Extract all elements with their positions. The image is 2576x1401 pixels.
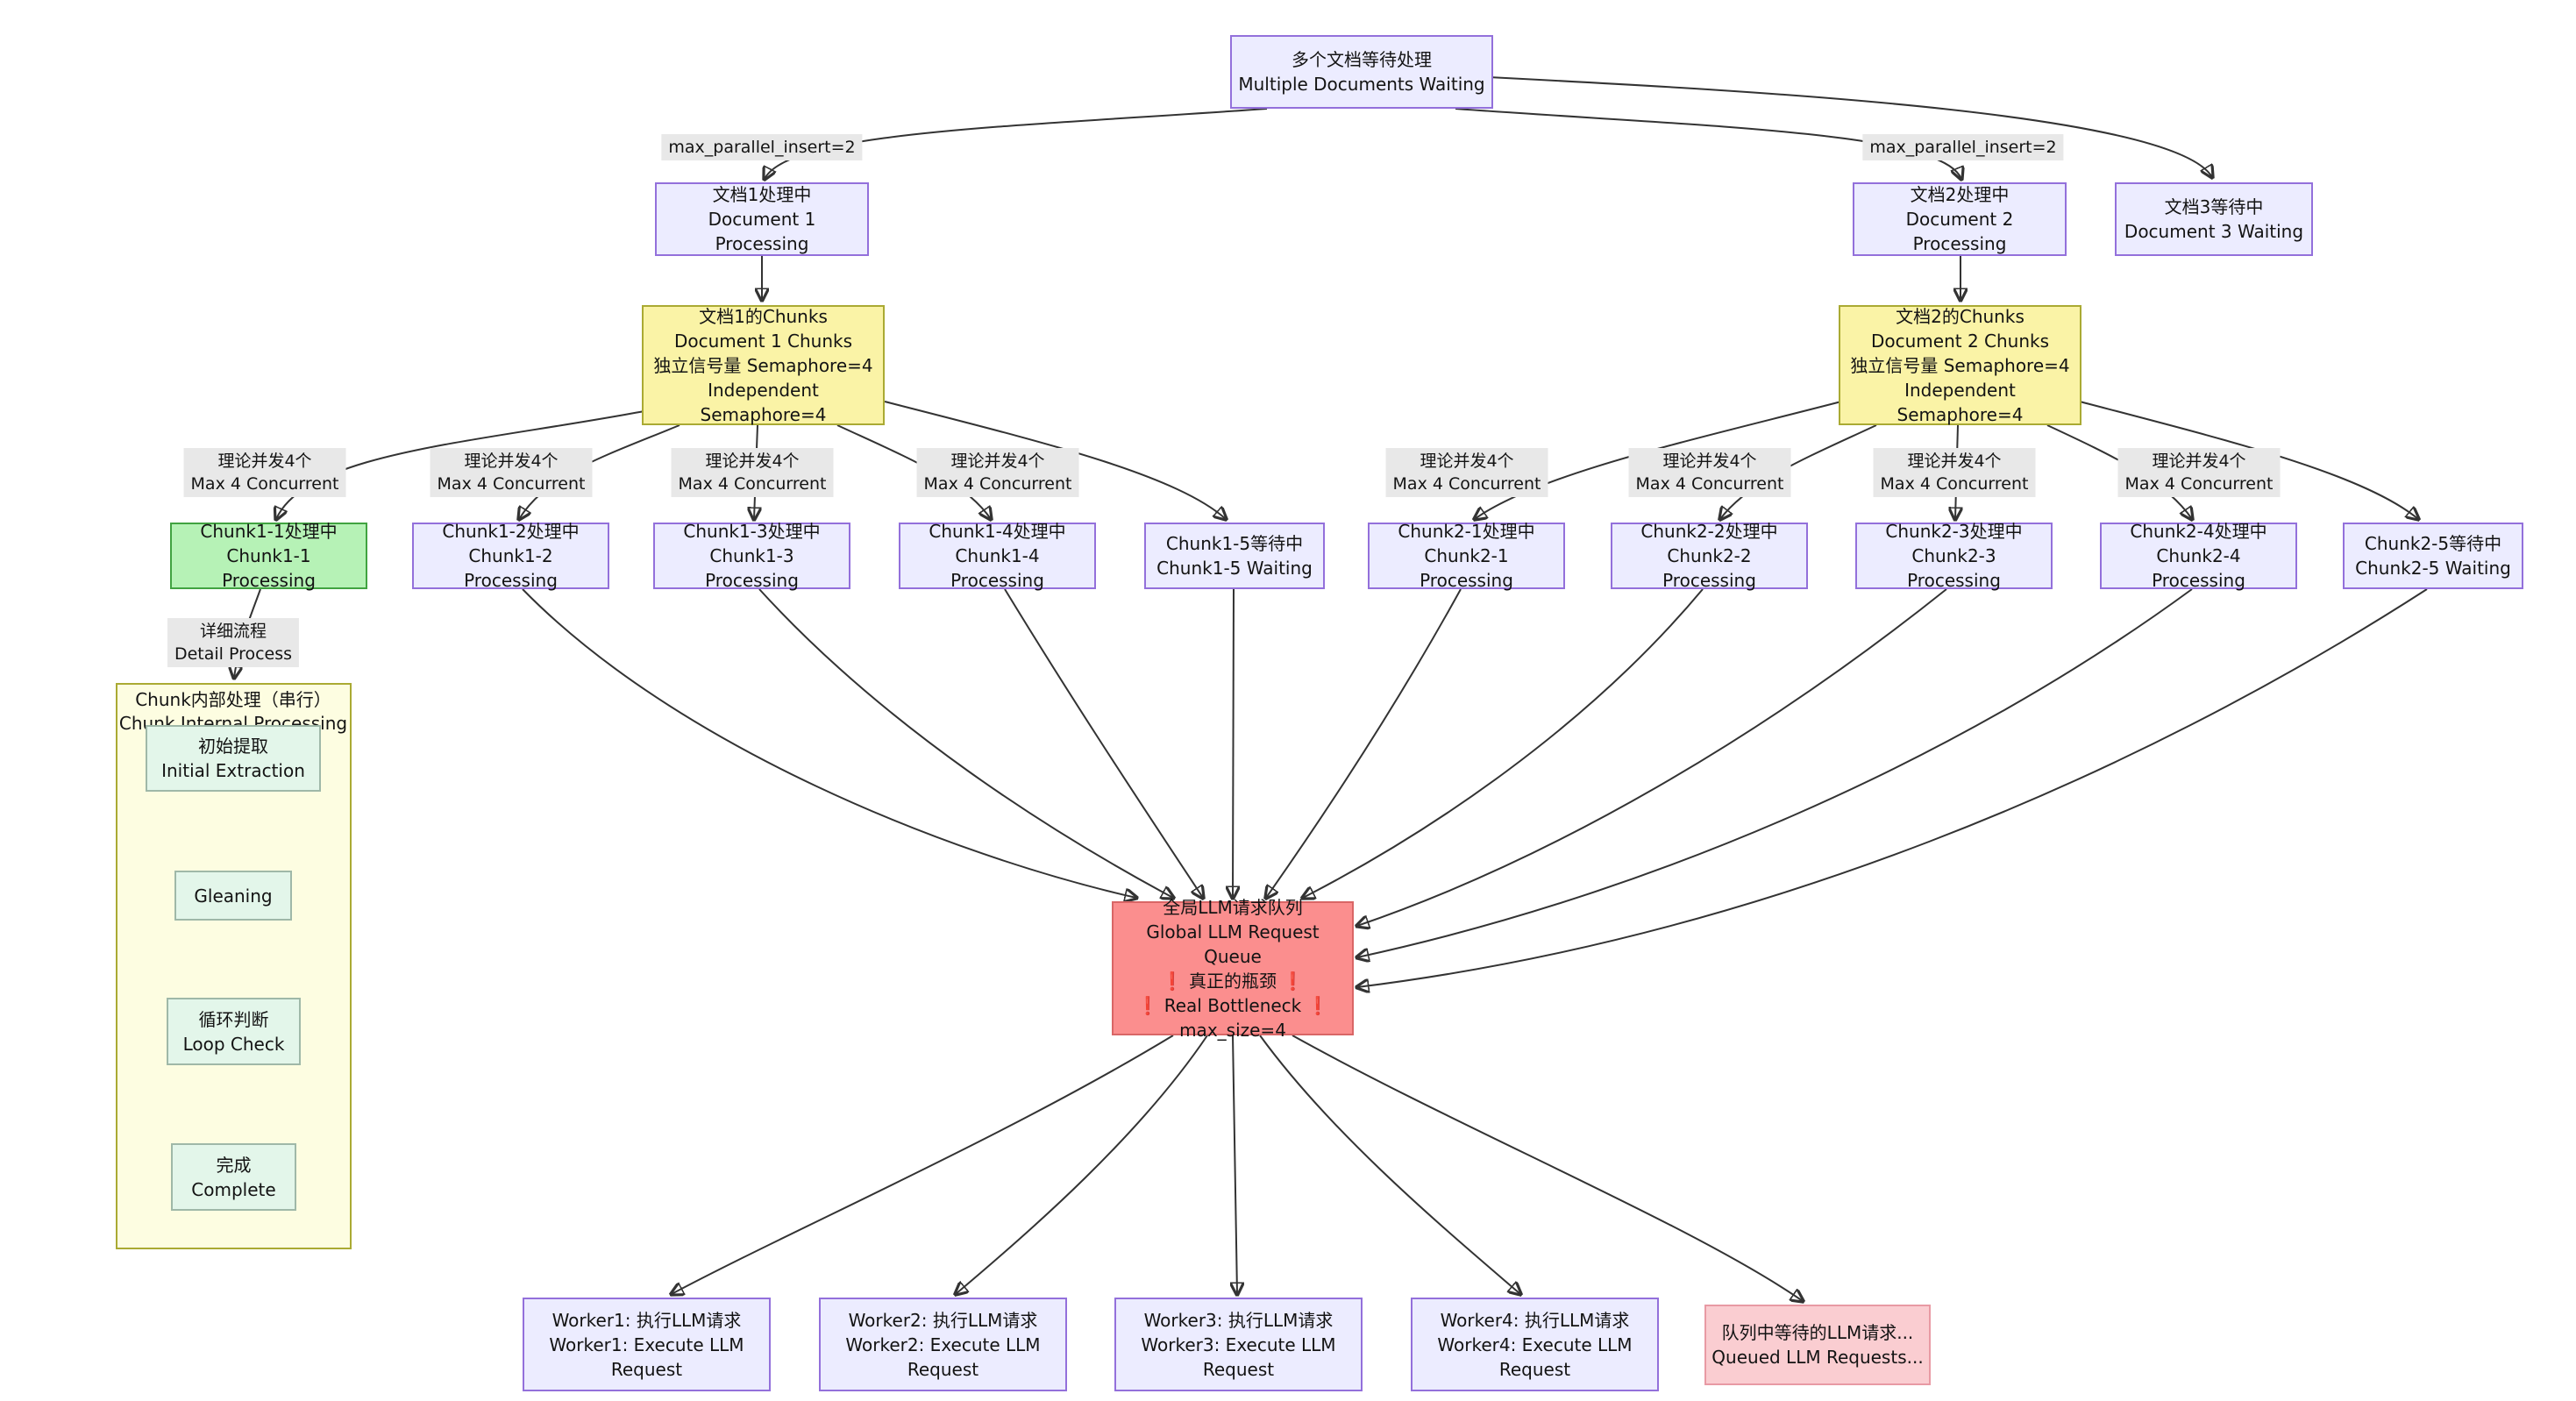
edge-chunk1-3-to-queue [758, 588, 1173, 898]
edge-label-text: max_parallel_insert=2 [1862, 134, 2064, 160]
edge-label-max-parallel-2: max_parallel_insert=2 [1862, 134, 2064, 160]
edge-chunk2-3-to-queue [1357, 588, 1947, 926]
node-queued-llm-requests: 队列中等待的LLM请求...Queued LLM Requests... [1704, 1305, 1931, 1385]
edge-queue-to-worker4 [1259, 1035, 1520, 1294]
edge-queue-to-worker1 [672, 1035, 1174, 1294]
edge-chunks2-to-chunk2-1 [1475, 401, 1842, 519]
edge-queue-to-queued [1292, 1035, 1803, 1301]
edge-queue-to-worker2 [956, 1035, 1208, 1294]
edge-chunk1-5-to-queue [1233, 588, 1234, 898]
edge-multi-to-doc3 [1488, 76, 2212, 177]
edge-chunks1-to-chunk1-5 [884, 401, 1226, 519]
edge-label-text: max_parallel_insert=2 [661, 134, 863, 160]
edge-chunk1-4-to-queue [1004, 588, 1203, 898]
edge-chunk2-2-to-queue [1303, 588, 1704, 898]
edge-multi-to-doc1 [765, 108, 1268, 179]
edge-chunk2-4-to-queue [1357, 588, 2193, 957]
edge-multi-to-doc2 [1455, 108, 1961, 179]
edge-chunk1-2-to-queue [522, 588, 1136, 898]
edge-queue-to-worker3 [1233, 1035, 1237, 1294]
edge-chunks2-to-chunk2-5 [2079, 401, 2418, 519]
edge-label-max-parallel-1: max_parallel_insert=2 [661, 134, 863, 160]
node-gleaning: Gleaning [174, 871, 292, 921]
edge-chunk2-1-to-queue [1266, 588, 1462, 898]
edge-chunk2-5-to-queue [1357, 588, 2428, 987]
